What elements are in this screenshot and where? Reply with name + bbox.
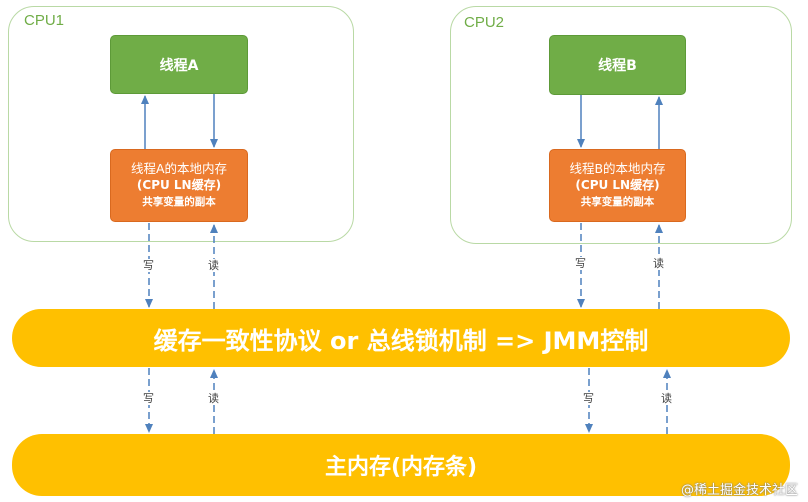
- write-label-right-lower: 写: [582, 392, 595, 405]
- thread-a-local-memory: 线程A的本地内存 (CPU LN缓存) 共享变量的副本: [110, 149, 248, 222]
- local-memory-copy: 共享变量的副本: [580, 196, 655, 208]
- read-label-right-lower: 读: [660, 392, 673, 405]
- write-label-cpu1-upper: 写: [142, 259, 155, 272]
- main-memory-band: 主内存(内存条): [12, 434, 790, 496]
- read-label-cpu2-upper: 读: [652, 257, 665, 270]
- write-label-cpu2-upper: 写: [574, 257, 587, 270]
- main-memory-text: 主内存(内存条): [324, 455, 478, 480]
- watermark: @稀土掘金技术社区: [680, 483, 798, 498]
- local-memory-title: 线程A的本地内存: [130, 161, 228, 176]
- thread-b-box: 线程B: [549, 35, 686, 95]
- thread-a-label: 线程A: [159, 57, 199, 74]
- thread-b-label: 线程B: [598, 58, 637, 74]
- cpu1-label: CPU1: [24, 12, 65, 29]
- local-memory-cache: (CPU LN缓存): [136, 178, 222, 192]
- read-label-left-lower: 读: [207, 392, 220, 405]
- protocol-band-text: 缓存一致性协议 or 总线锁机制 => JMM控制: [153, 326, 649, 355]
- thread-b-local-memory: 线程B的本地内存 (CPU LN缓存) 共享变量的副本: [549, 149, 686, 222]
- read-label-cpu1-upper: 读: [207, 259, 220, 272]
- cache-coherence-protocol-band: 缓存一致性协议 or 总线锁机制 => JMM控制: [12, 309, 790, 367]
- local-memory-copy: 共享变量的副本: [142, 196, 216, 208]
- write-label-left-lower: 写: [142, 392, 155, 405]
- local-memory-cache: (CPU LN缓存): [575, 178, 660, 192]
- cpu2-label: CPU2: [464, 14, 505, 31]
- local-memory-title: 线程B的本地内存: [569, 161, 666, 176]
- thread-a-box: 线程A: [110, 35, 248, 94]
